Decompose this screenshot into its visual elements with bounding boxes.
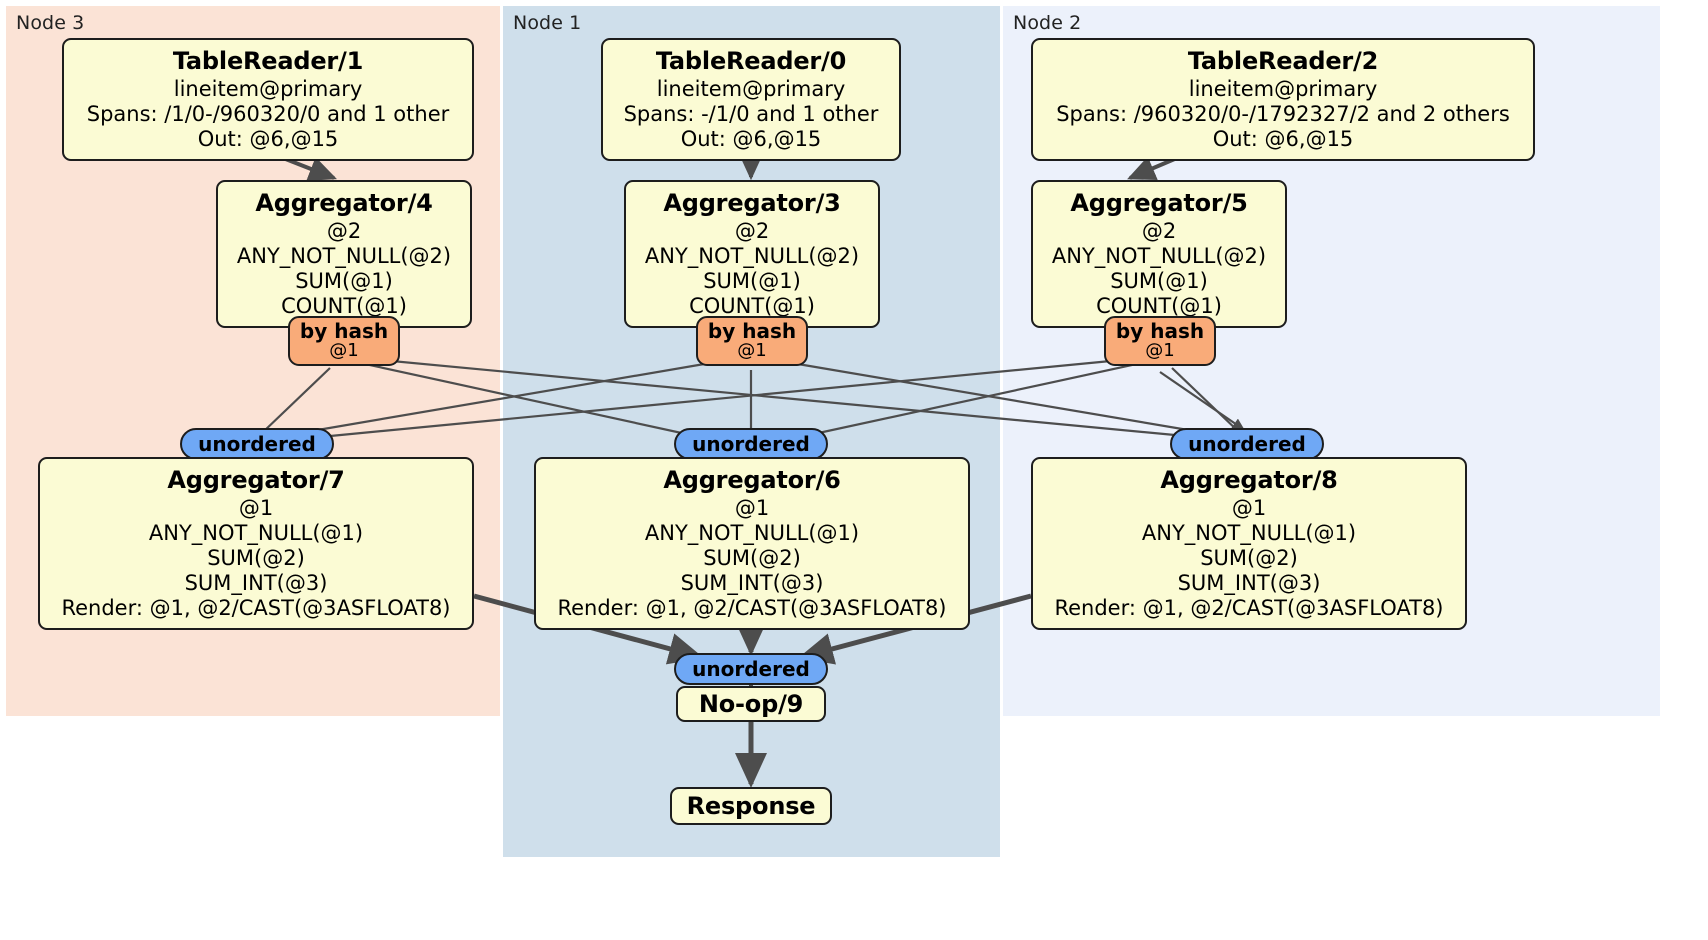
processor-detail: ANY_NOT_NULL(@2) [1051,244,1267,268]
processor-detail: lineitem@primary [1188,77,1378,101]
processor-aggregator-4[interactable]: Aggregator/4 @2 ANY_NOT_NULL(@2) SUM(@1)… [216,180,472,328]
processor-detail: SUM_INT(@3) [184,571,328,595]
processor-detail: SUM(@2) [207,546,305,570]
input-synchronizer-aggregator-6[interactable]: unordered [674,428,828,460]
router-detail: @1 [1145,340,1175,362]
processor-detail: SUM_INT(@3) [1177,571,1321,595]
router-label: by hash [299,319,389,344]
processor-title: Aggregator/8 [1160,466,1338,494]
input-synchronizer-aggregator-7[interactable]: unordered [180,428,334,460]
router-detail: @1 [737,340,767,362]
processor-detail: Out: @6,@15 [680,127,822,151]
processor-detail: Render: @1, @2/CAST(@3ASFLOAT8) [557,596,947,620]
processor-detail: @1 [1231,496,1267,520]
processor-detail: @1 [238,496,274,520]
processor-detail: ANY_NOT_NULL(@2) [644,244,860,268]
router-label: by hash [707,319,797,344]
processor-detail: COUNT(@1) [281,294,407,318]
processor-title: Aggregator/3 [663,189,841,217]
processor-detail: Render: @1, @2/CAST(@3ASFLOAT8) [61,596,451,620]
processor-aggregator-8[interactable]: Aggregator/8 @1 ANY_NOT_NULL(@1) SUM(@2)… [1031,457,1467,630]
processor-table-reader-1[interactable]: TableReader/1 lineitem@primary Spans: /1… [62,38,474,161]
processor-title: Aggregator/5 [1070,189,1248,217]
processor-title: Aggregator/7 [167,466,345,494]
synchronizer-label: unordered [692,431,810,456]
processor-detail: SUM(@2) [1200,546,1298,570]
processor-detail: SUM(@1) [295,269,393,293]
processor-detail: SUM(@2) [703,546,801,570]
router-label: by hash [1115,319,1205,344]
processor-response[interactable]: Response [670,787,832,825]
processor-detail: lineitem@primary [173,77,363,101]
node-panel-label: Node 3 [16,12,85,34]
processor-title: No-op/9 [698,689,804,718]
input-synchronizer-noop-9[interactable]: unordered [674,653,828,685]
processor-aggregator-6[interactable]: Aggregator/6 @1 ANY_NOT_NULL(@1) SUM(@2)… [534,457,970,630]
output-router-by-hash-aggregator-5[interactable]: by hash @1 [1104,316,1216,366]
processor-detail: SUM(@1) [703,269,801,293]
processor-detail: Out: @6,@15 [1212,127,1354,151]
processor-detail: ANY_NOT_NULL(@1) [1141,521,1357,545]
processor-table-reader-2[interactable]: TableReader/2 lineitem@primary Spans: /9… [1031,38,1535,161]
processor-title: TableReader/0 [655,47,847,75]
processor-detail: ANY_NOT_NULL(@1) [644,521,860,545]
processor-detail: COUNT(@1) [1096,294,1222,318]
processor-detail: SUM_INT(@3) [680,571,824,595]
processor-aggregator-7[interactable]: Aggregator/7 @1 ANY_NOT_NULL(@1) SUM(@2)… [38,457,474,630]
processor-detail: Spans: -/1/0 and 1 other [623,102,879,126]
output-router-by-hash-aggregator-3[interactable]: by hash @1 [696,316,808,366]
processor-detail: @2 [326,219,362,243]
synchronizer-label: unordered [692,656,810,681]
processor-detail: Spans: /1/0-/960320/0 and 1 other [86,102,450,126]
processor-detail: Spans: /960320/0-/1792327/2 and 2 others [1056,102,1510,126]
processor-detail: @2 [1141,219,1177,243]
processor-aggregator-3[interactable]: Aggregator/3 @2 ANY_NOT_NULL(@2) SUM(@1)… [624,180,880,328]
router-detail: @1 [329,340,359,362]
processor-title: TableReader/1 [172,47,364,75]
processor-detail: SUM(@1) [1110,269,1208,293]
processor-detail: lineitem@primary [656,77,846,101]
processor-detail: ANY_NOT_NULL(@2) [236,244,452,268]
processor-detail: @1 [734,496,770,520]
processor-title: Aggregator/4 [255,189,433,217]
processor-title: Aggregator/6 [663,466,841,494]
processor-detail: Out: @6,@15 [197,127,339,151]
node-panel-label: Node 1 [513,12,582,34]
processor-title: TableReader/2 [1187,47,1379,75]
processor-detail: COUNT(@1) [689,294,815,318]
output-router-by-hash-aggregator-4[interactable]: by hash @1 [288,316,400,366]
processor-detail: Render: @1, @2/CAST(@3ASFLOAT8) [1054,596,1444,620]
input-synchronizer-aggregator-8[interactable]: unordered [1170,428,1324,460]
processor-detail: @2 [734,219,770,243]
processor-aggregator-5[interactable]: Aggregator/5 @2 ANY_NOT_NULL(@2) SUM(@1)… [1031,180,1287,328]
synchronizer-label: unordered [1188,431,1306,456]
processor-detail: ANY_NOT_NULL(@1) [148,521,364,545]
node-panel-label: Node 2 [1013,12,1082,34]
processor-table-reader-0[interactable]: TableReader/0 lineitem@primary Spans: -/… [601,38,901,161]
synchronizer-label: unordered [198,431,316,456]
processor-noop-9[interactable]: No-op/9 [676,686,826,722]
processor-title: Response [686,791,816,820]
